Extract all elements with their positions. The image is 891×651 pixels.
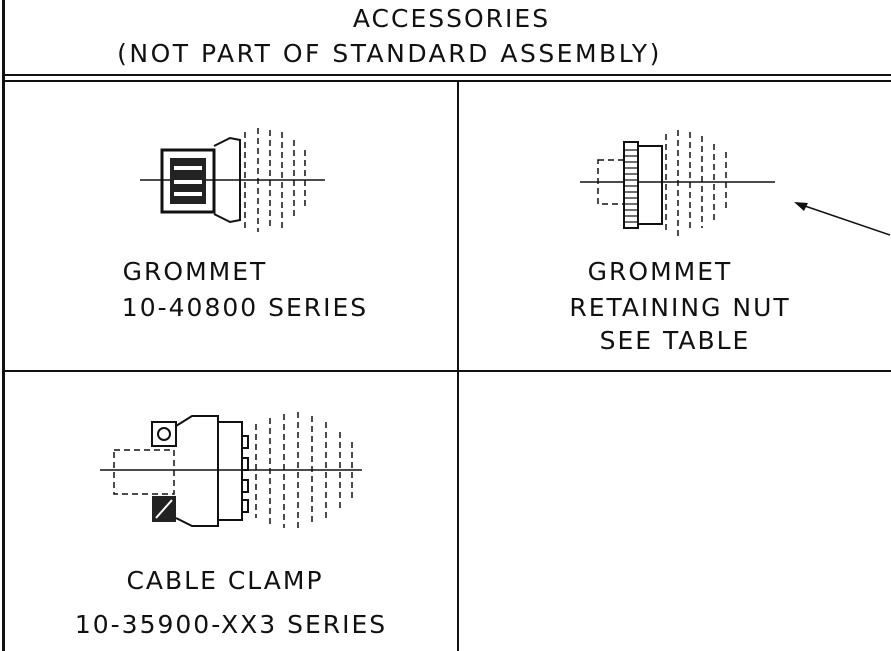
row-divider [3,370,891,372]
retaining-nut-caption-line2: RETAINING NUT [569,293,791,322]
header-divider-upper [3,74,891,76]
cable-clamp-drawing [100,412,362,532]
retaining-nut-caption-line1: GROMMET [587,257,733,286]
retaining-nut-caption-line3: SEE TABLE [599,326,751,355]
leader-arrow [794,202,891,236]
grommet-caption-line1: GROMMET [122,257,268,286]
header-divider-lower [3,80,891,82]
grommet-drawing [140,128,325,232]
empty-cell [459,372,891,651]
column-divider [457,81,459,651]
left-border [2,0,5,651]
cable-clamp-caption-line1: CABLE CLAMP [126,566,324,595]
header-subtitle: (NOT PART OF STANDARD ASSEMBLY) [117,39,662,68]
header-title: ACCESSORIES [352,4,551,33]
grommet-caption-line2: 10-40800 SERIES [121,293,369,322]
cable-clamp-caption-line2: 10-35900-XX3 SERIES [74,610,388,639]
retaining-nut-drawing [580,130,775,236]
